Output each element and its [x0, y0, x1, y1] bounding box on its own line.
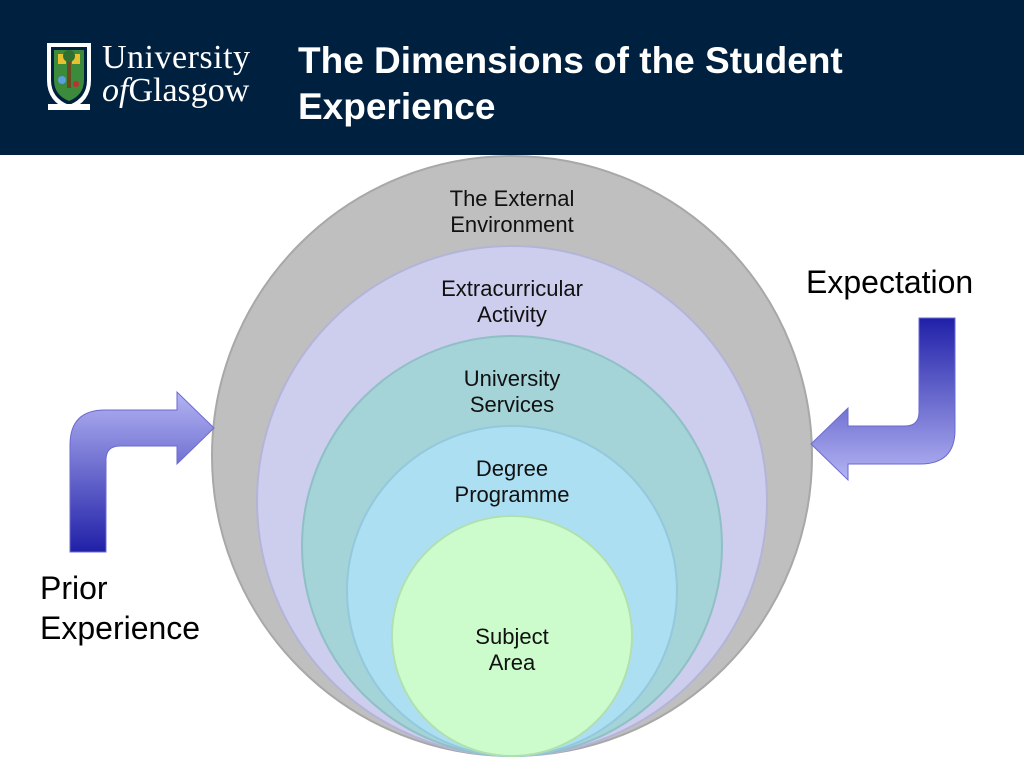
slide-header: University ofGlasgow The Dimensions of t…	[0, 0, 1024, 155]
logo-wordmark-glasgow: ofGlasgow	[102, 73, 249, 109]
prior-experience-label-line-1: Prior	[40, 570, 108, 606]
prior-experience-label-line-2: Experience	[40, 610, 201, 646]
expectation-arrow	[810, 317, 956, 482]
subject-area-ring	[391, 515, 633, 757]
logo-wordmark-glasgow-text: Glasgow	[128, 72, 250, 109]
logo-wordmark-of: of	[102, 72, 129, 109]
university-logo: University ofGlasgow	[44, 40, 274, 114]
prior-experience-arrow	[69, 390, 215, 553]
slide-title: The Dimensions of the Student Experience	[298, 40, 843, 127]
expectation-label: Expectation	[806, 264, 974, 300]
logo-wordmark-university: University	[102, 39, 251, 76]
prior-experience-label: Prior Experience	[40, 568, 200, 648]
university-crest-icon	[47, 43, 91, 110]
